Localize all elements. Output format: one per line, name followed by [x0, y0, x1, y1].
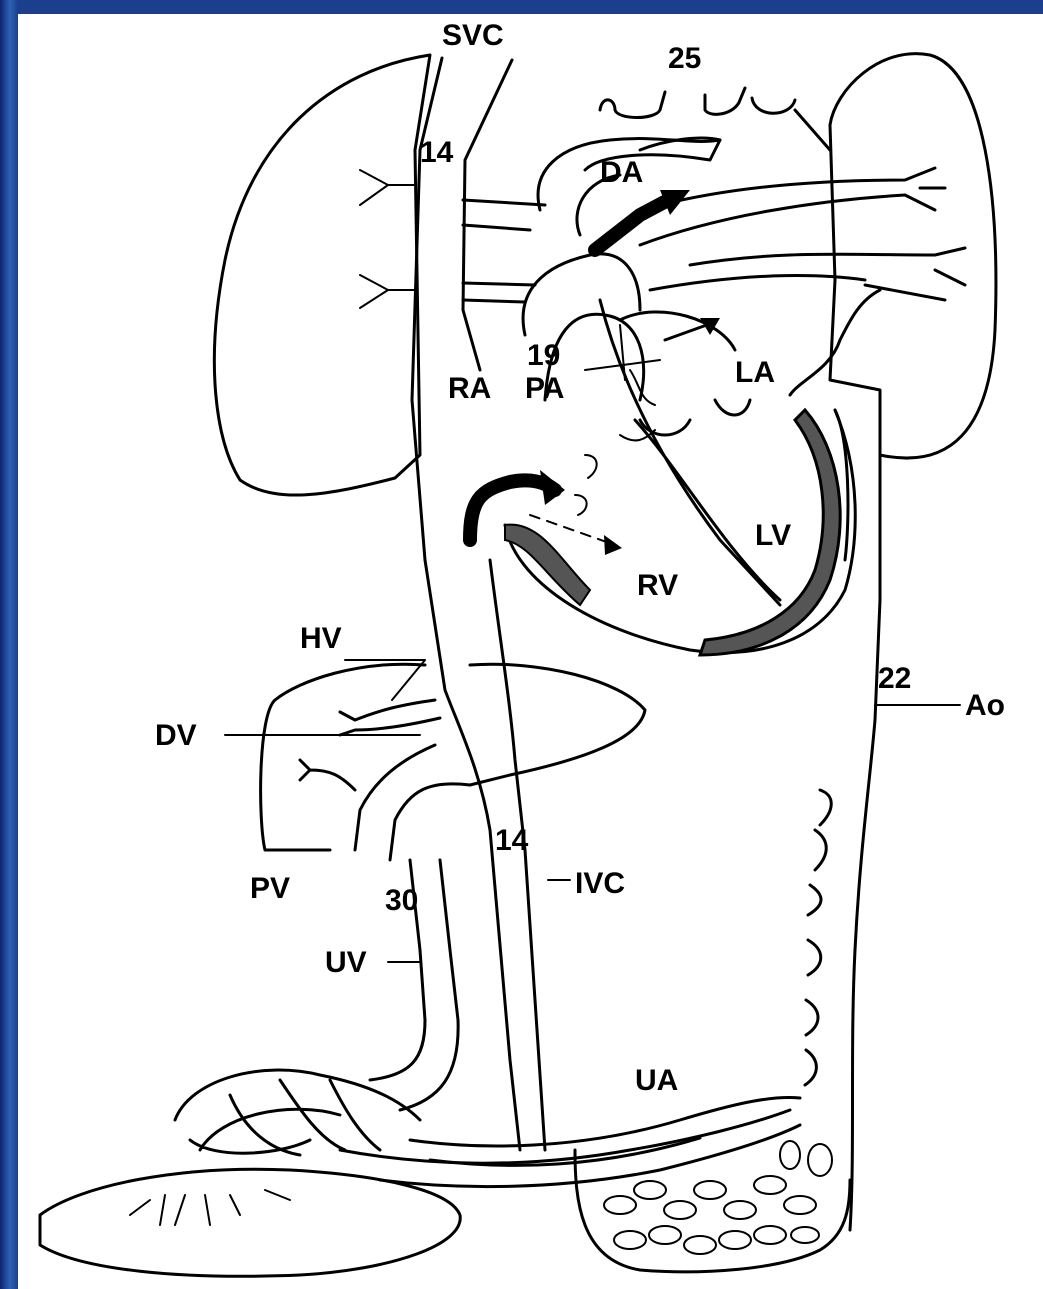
- label-da: DA: [600, 156, 643, 189]
- label-la: LA: [735, 356, 775, 389]
- lower-body-ovals: [604, 1141, 832, 1254]
- ductus-venosus: [355, 745, 470, 860]
- fetal-circulation-diagram: SVC 25 14 DA 19 PA RA LA LV RV HV DV 22 …: [18, 14, 1043, 1289]
- descending-aorta-outer: [850, 455, 880, 1230]
- rv-arrowhead: [604, 535, 622, 555]
- right-pulmonary-vessel-upper: [360, 170, 415, 205]
- label-25: 25: [668, 42, 701, 75]
- label-14-top: 14: [420, 136, 454, 169]
- label-22: 22: [878, 662, 911, 695]
- right-ventricle-wall-shaded: [505, 525, 590, 605]
- left-pulmonary-artery-upper: [640, 168, 945, 245]
- placenta: [40, 1169, 460, 1276]
- label-19: 19: [527, 339, 560, 372]
- label-dv: DV: [155, 719, 197, 752]
- label-lv: LV: [755, 519, 791, 552]
- label-ivc: IVC: [575, 867, 625, 900]
- ventricular-septum: [600, 300, 780, 605]
- abdominal-wall-inner: [805, 790, 831, 1085]
- label-ua: UA: [635, 1064, 678, 1097]
- umbilical-artery-3: [410, 1097, 800, 1146]
- hepatic-vein: [340, 700, 440, 735]
- foramen-ovale-arrowhead: [540, 470, 565, 505]
- left-pulmonary-artery-lower: [650, 248, 965, 300]
- right-pulmonary-vessel-lower: [360, 275, 415, 308]
- umbilical-artery-1: [340, 1110, 790, 1163]
- right-lung: [214, 55, 430, 495]
- superior-vena-cava-wall: [463, 60, 512, 370]
- label-svc: SVC: [442, 19, 504, 52]
- label-pa: PA: [525, 372, 564, 405]
- label-ao: Ao: [965, 689, 1005, 722]
- label-30: 30: [385, 884, 418, 917]
- label-hv: HV: [300, 622, 342, 655]
- label-uv: UV: [325, 946, 367, 979]
- portal-vein: [300, 760, 355, 790]
- liver: [261, 664, 645, 850]
- tricuspid-valve: [575, 455, 597, 515]
- label-rv: RV: [637, 569, 678, 602]
- diagram-panel: SVC 25 14 DA 19 PA RA LA LV RV HV DV 22 …: [18, 14, 1043, 1289]
- label-14-mid: 14: [495, 824, 529, 857]
- label-ra: RA: [448, 372, 491, 405]
- umbilical-cord-coils: [175, 1070, 420, 1155]
- placental-vessels: [130, 1190, 290, 1225]
- label-pv: PV: [250, 872, 290, 905]
